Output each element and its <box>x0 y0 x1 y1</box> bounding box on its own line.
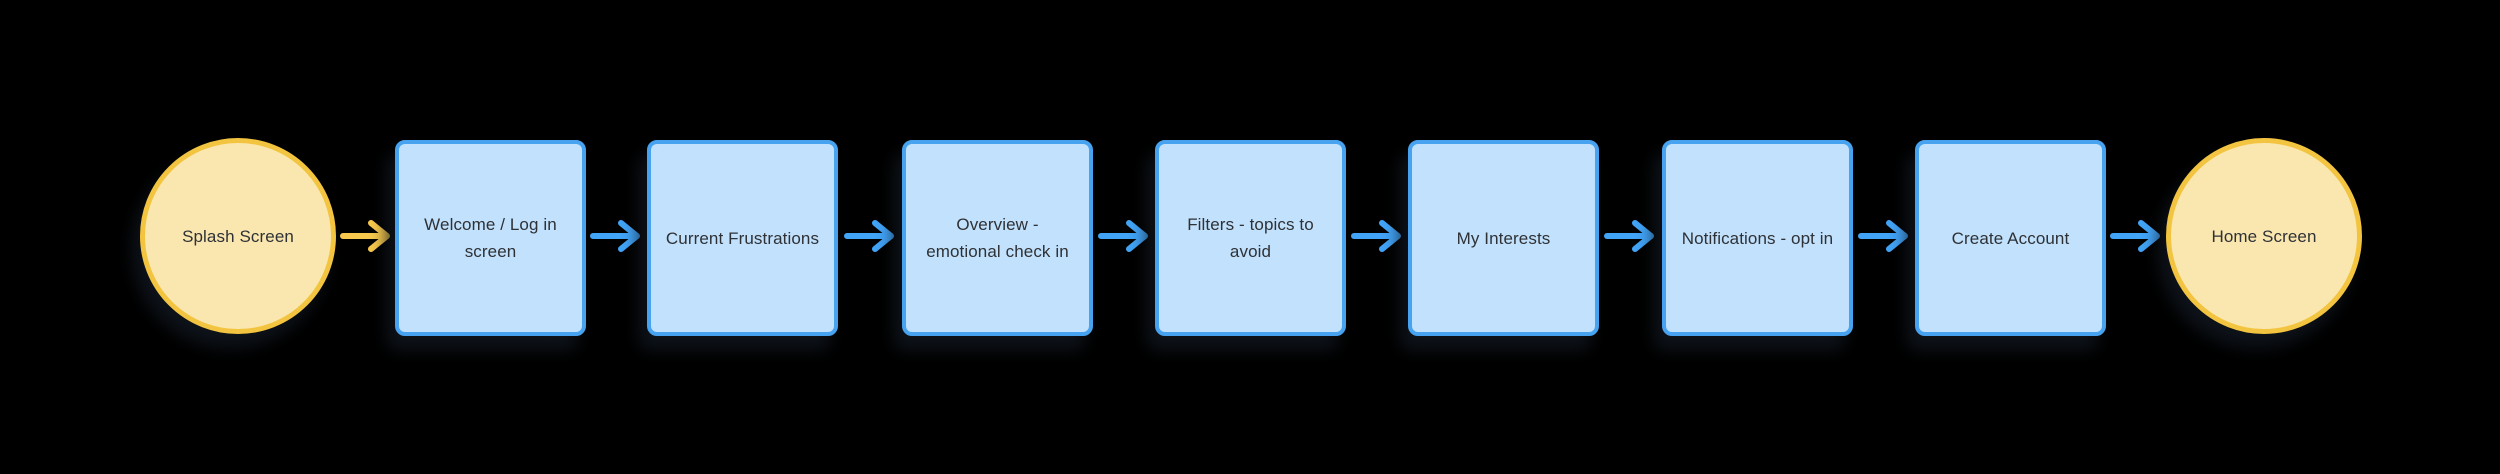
connector-welcome-to-frustrations[interactable] <box>590 219 642 253</box>
connector-filters-to-interests[interactable] <box>1351 219 1403 253</box>
flow-node-welcome-login-screen[interactable]: Welcome / Log in screen <box>395 140 586 336</box>
node-label: Splash Screen <box>182 226 294 246</box>
arrow-right-icon <box>1858 220 1908 252</box>
node-label: Overview - emotional check in <box>926 215 1069 261</box>
node-label: Current Frustrations <box>665 228 820 248</box>
flow-node-home-screen[interactable]: Home Screen <box>2166 138 2362 334</box>
connector-overview-to-filters[interactable] <box>1098 219 1150 253</box>
flow-node-filters-topics-to-avoid[interactable]: Filters - topics to avoid <box>1155 140 1346 336</box>
flow-node-current-frustrations[interactable]: Current Frustrations <box>647 140 838 336</box>
arrow-right-icon <box>844 220 894 252</box>
flow-node-notifications-opt-in[interactable]: Notifications - opt in <box>1662 140 1853 336</box>
connector-frustrations-to-overview[interactable] <box>844 219 896 253</box>
node-label: Filters - topics to avoid <box>1187 215 1314 261</box>
connector-create-account-to-home[interactable] <box>2110 219 2162 253</box>
arrow-right-icon <box>1604 220 1654 252</box>
node-label: Create Account <box>1951 228 2070 248</box>
node-label: My Interests <box>1456 228 1551 248</box>
flow-node-my-interests[interactable]: My Interests <box>1408 140 1599 336</box>
arrow-right-icon <box>1098 220 1148 252</box>
arrow-right-icon <box>340 220 390 252</box>
node-label: Welcome / Log in screen <box>424 215 557 261</box>
node-label: Notifications - opt in <box>1681 228 1834 248</box>
connector-notifications-to-create-account[interactable] <box>1858 219 1910 253</box>
flow-node-overview-emotional-check-in[interactable]: Overview - emotional check in <box>902 140 1093 336</box>
connector-splash-to-welcome[interactable] <box>340 219 392 253</box>
arrow-right-icon <box>590 220 640 252</box>
connector-interests-to-notifications[interactable] <box>1604 219 1656 253</box>
flow-node-create-account[interactable]: Create Account <box>1915 140 2106 336</box>
node-label: Home Screen <box>2211 226 2317 246</box>
flow-node-splash-screen[interactable]: Splash Screen <box>140 138 336 334</box>
arrow-right-icon <box>2110 220 2160 252</box>
arrow-right-icon <box>1351 220 1401 252</box>
